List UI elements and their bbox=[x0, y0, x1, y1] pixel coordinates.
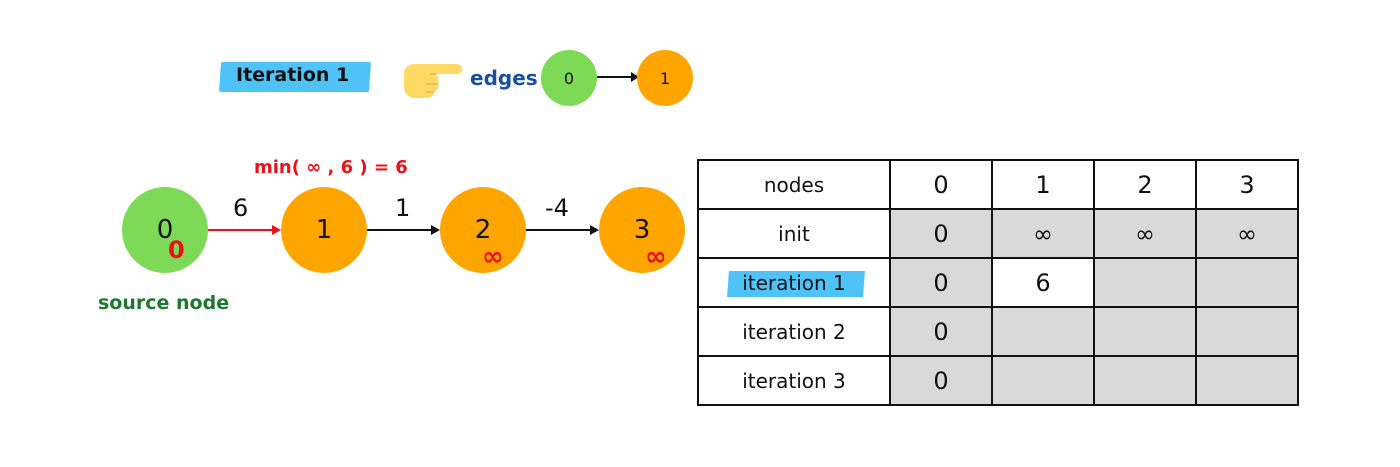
table-header-cell: nodes bbox=[697, 159, 891, 210]
table-header-cell: 1 bbox=[991, 159, 1095, 210]
table-cell bbox=[1195, 306, 1299, 357]
table-cell: ∞ bbox=[1093, 208, 1197, 259]
node-0-distance: 0 bbox=[168, 236, 185, 264]
edge-0-1-arrowhead bbox=[272, 225, 281, 235]
node-label: 2 bbox=[474, 215, 492, 245]
node-label: 0 bbox=[156, 215, 174, 245]
table-row: iteration 3 0 bbox=[697, 355, 1299, 406]
edge-1-2-arrowhead bbox=[431, 225, 440, 235]
table-cell bbox=[991, 306, 1095, 357]
edge-to-node: 1 bbox=[637, 50, 693, 106]
edges-label: edges bbox=[470, 66, 538, 90]
table-header-cell: 2 bbox=[1093, 159, 1197, 210]
row-label-cell: iteration 1 bbox=[697, 257, 891, 308]
graph-node-2: 2 bbox=[440, 187, 526, 273]
edge-to-label: 1 bbox=[659, 68, 671, 88]
table-row: iteration 2 0 bbox=[697, 306, 1299, 357]
pointing-hand-icon bbox=[404, 64, 462, 98]
node-label: 1 bbox=[315, 215, 333, 245]
table-row: iteration 1 0 6 bbox=[697, 257, 1299, 308]
min-calculation-label: min( ∞ , 6 ) = 6 bbox=[254, 157, 408, 178]
table-row: init 0 ∞ ∞ ∞ bbox=[697, 208, 1299, 259]
row-label-highlight: iteration 1 bbox=[734, 269, 854, 297]
table-cell: 0 bbox=[889, 306, 993, 357]
graph-edges bbox=[208, 225, 599, 235]
table-cell: ∞ bbox=[991, 208, 1095, 259]
row-label: iteration 2 bbox=[697, 306, 891, 357]
row-label: iteration 1 bbox=[742, 270, 846, 295]
edge-weight-0-1: 6 bbox=[233, 194, 249, 222]
node-3-distance: ∞ bbox=[645, 242, 667, 272]
graph-node-0: 0 bbox=[122, 187, 208, 273]
node-label: 3 bbox=[633, 215, 651, 245]
node-2-distance: ∞ bbox=[482, 242, 504, 272]
table-header-cell: 0 bbox=[889, 159, 993, 210]
row-label: iteration 3 bbox=[697, 355, 891, 406]
table-cell bbox=[1093, 257, 1197, 308]
table-cell: 0 bbox=[889, 208, 993, 259]
table-cell bbox=[1195, 257, 1299, 308]
distance-table: nodes 0 1 2 3 init 0 ∞ ∞ ∞ iteration 1 0… bbox=[697, 159, 1299, 406]
edge-from-label: 0 bbox=[563, 68, 575, 88]
table-header-cell: 3 bbox=[1195, 159, 1299, 210]
table-cell bbox=[991, 355, 1095, 406]
table-cell bbox=[1093, 306, 1197, 357]
edge-2-3-arrowhead bbox=[590, 225, 599, 235]
source-node-label: source node bbox=[98, 292, 230, 314]
edge-weight-1-2: 1 bbox=[395, 194, 411, 222]
edge-arrow bbox=[597, 72, 639, 82]
graph-node-1: 1 bbox=[281, 187, 367, 273]
table-cell bbox=[1195, 355, 1299, 406]
table-header-row: nodes 0 1 2 3 bbox=[697, 159, 1299, 210]
row-label: init bbox=[697, 208, 891, 259]
table-cell: 0 bbox=[889, 355, 993, 406]
iteration-title: Iteration 1 bbox=[236, 64, 350, 86]
edge-from-node: 0 bbox=[541, 50, 597, 106]
table-cell bbox=[1093, 355, 1197, 406]
table-cell: 6 bbox=[991, 257, 1095, 308]
graph-node-3: 3 bbox=[599, 187, 685, 273]
table-cell: ∞ bbox=[1195, 208, 1299, 259]
edge-weight-2-3: -4 bbox=[545, 194, 569, 222]
table-cell: 0 bbox=[889, 257, 993, 308]
